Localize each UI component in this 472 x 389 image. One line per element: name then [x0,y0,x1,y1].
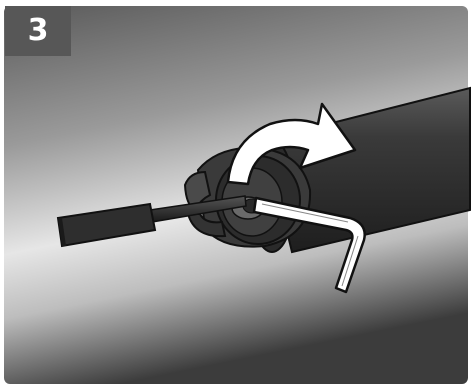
step-number-badge: 3 [5,6,71,56]
